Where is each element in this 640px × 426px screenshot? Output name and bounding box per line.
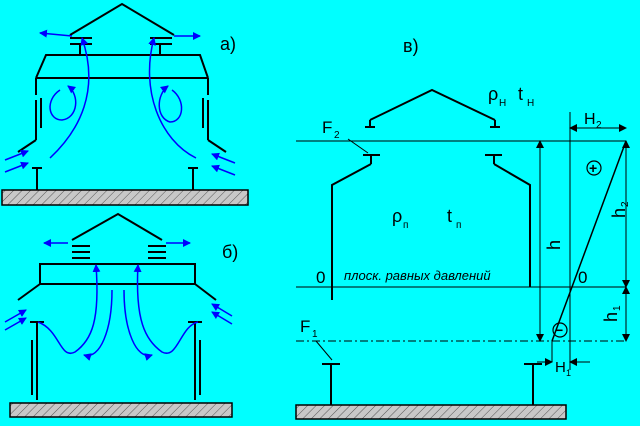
t-inner: t <box>447 206 452 226</box>
rho-outer-sub: Н <box>499 98 506 109</box>
wall-left-v <box>331 163 372 287</box>
panel-b-label: б) <box>222 242 238 262</box>
t-outer: t <box>518 84 523 104</box>
panel-a <box>1 2 249 206</box>
rho-inner: ρ <box>392 206 402 226</box>
t-inner-sub: п <box>456 220 461 231</box>
panel-b <box>9 212 233 418</box>
zero-right: 0 <box>578 268 587 287</box>
roof-b <box>39 263 196 284</box>
h-total-label: h <box>544 240 564 250</box>
f-top-sub: 2 <box>334 130 340 141</box>
h-lower-label: h <box>601 312 621 322</box>
h-bottom-sub: 1 <box>566 368 571 378</box>
h-top-label: H <box>584 111 596 128</box>
ground-v <box>295 404 567 420</box>
plus-sign: + <box>589 160 597 176</box>
wall-right-v <box>493 163 531 287</box>
roof-a <box>35 54 209 79</box>
f-bottom-sub: 1 <box>312 329 318 340</box>
h-lower-sub: 1 <box>612 305 623 311</box>
panel-v <box>295 88 630 420</box>
neutral-plane-label: плоск. равных давлений <box>344 268 491 283</box>
airflow-b <box>4 239 233 361</box>
airflow-a <box>4 29 236 176</box>
ground-a <box>1 189 249 206</box>
ground-b <box>9 402 233 418</box>
minus-zone-circle <box>552 322 568 338</box>
roof-lantern-b <box>71 212 163 241</box>
roof-v <box>369 88 496 121</box>
panel-a-label: а) <box>220 34 236 54</box>
rho-outer: ρ <box>488 84 498 104</box>
f-bottom: F <box>300 317 310 336</box>
rho-inner-sub: п <box>403 220 408 231</box>
h-bottom-label: H <box>555 359 566 376</box>
panel-v-label: в) <box>403 36 419 56</box>
h-upper-label: h <box>609 208 629 218</box>
t-outer-sub: Н <box>527 98 534 109</box>
f-top: F <box>322 118 332 137</box>
minus-sign: − <box>555 322 563 338</box>
zero-left: 0 <box>316 268 325 287</box>
pressure-profile <box>551 140 627 342</box>
roof-lantern-a <box>69 2 175 36</box>
h-top-sub: 2 <box>596 120 602 131</box>
plus-zone-circle <box>586 160 602 176</box>
h-upper-sub: 2 <box>620 201 631 207</box>
